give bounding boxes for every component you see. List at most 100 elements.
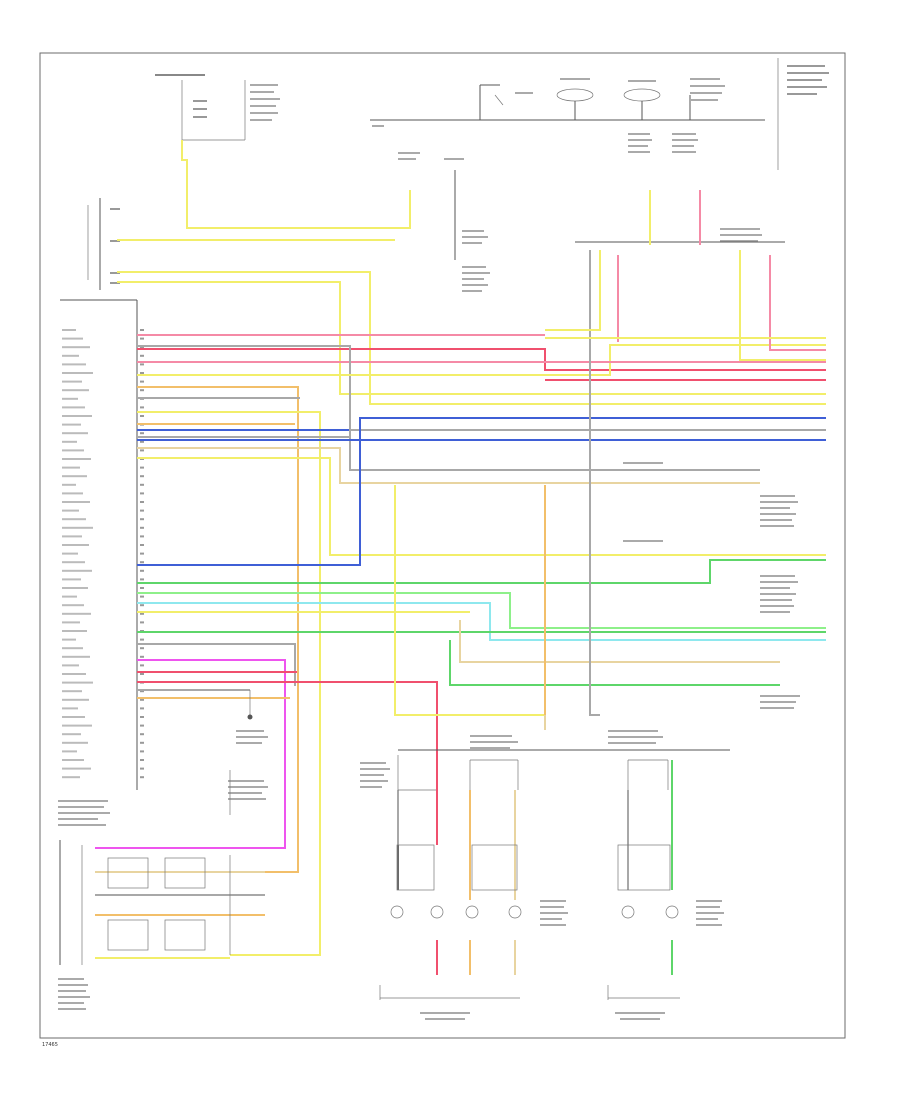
pin-label-mark <box>62 518 86 521</box>
pin-label-mark <box>62 664 79 667</box>
pin-number-mark <box>140 492 144 495</box>
pin-label-mark <box>62 604 84 607</box>
pin-label-mark <box>62 716 85 718</box>
connector-labels-top-right <box>628 133 762 242</box>
pin-label-mark <box>62 483 76 486</box>
pin-label-mark <box>62 449 84 452</box>
pin-label-mark <box>62 475 87 478</box>
pin-number-mark <box>140 716 144 718</box>
wire-magenta-27 <box>137 659 286 849</box>
pin-number-mark <box>140 466 144 469</box>
pin-label-mark <box>62 423 81 426</box>
wire-yellow-39 <box>545 250 601 331</box>
pin-number-mark <box>140 724 144 727</box>
pin-label-mark <box>62 535 82 538</box>
pin-number-mark <box>140 698 144 701</box>
pin-label-mark <box>62 707 78 710</box>
pin-number-mark <box>140 647 144 650</box>
pin-number-mark <box>140 776 144 779</box>
pin-number-mark <box>140 337 144 340</box>
pin-label-mark <box>62 415 92 417</box>
pin-label-mark <box>62 587 88 589</box>
pin-number-mark <box>140 483 144 486</box>
pin-label-mark <box>62 767 91 770</box>
pin-label-mark <box>62 380 82 383</box>
wire-yellow-19 <box>137 457 826 556</box>
pin-number-mark <box>140 363 144 366</box>
wire-blue-20 <box>137 418 361 566</box>
pin-number-mark <box>140 759 144 761</box>
wire-yellow-13 <box>137 411 321 956</box>
pin-number-mark <box>140 707 144 710</box>
wire-lightgreen-22 <box>137 592 826 629</box>
pin-number-mark <box>140 535 144 538</box>
bottom-module-group <box>360 730 730 1020</box>
pin-number-mark <box>140 569 144 572</box>
pin-number-mark <box>140 346 144 349</box>
pin-label-mark <box>62 638 76 641</box>
pin-label-mark <box>62 397 78 400</box>
pin-label-mark <box>62 501 90 503</box>
pin-label-mark <box>62 458 91 460</box>
pin-label-mark <box>62 759 84 761</box>
pin-label-mark <box>62 406 85 409</box>
pin-number-mark <box>140 621 144 624</box>
pin-label-mark <box>62 561 85 564</box>
pin-number-mark <box>140 406 144 409</box>
diagram-frame <box>39 52 846 1039</box>
pin-label-mark <box>62 595 77 598</box>
pin-number-mark <box>140 750 144 753</box>
pin-label-mark <box>62 526 93 529</box>
pin-number-mark <box>140 604 144 607</box>
pin-label-mark <box>62 363 86 366</box>
pin-label-mark <box>62 612 91 615</box>
wire-red-29 <box>137 681 438 838</box>
pin-label-mark <box>62 750 77 753</box>
wire-yellow-43 <box>739 250 826 361</box>
pin-number-mark <box>140 389 144 392</box>
fuse-block-top-left <box>155 74 280 141</box>
pin-label-mark <box>62 621 80 624</box>
wire-gray-7 <box>137 345 760 471</box>
pin-number-mark <box>140 509 144 512</box>
pin-number-mark <box>140 415 144 417</box>
wire-tan-32 <box>459 620 700 663</box>
pin-number-mark <box>140 673 144 675</box>
pin-label-mark <box>62 647 83 650</box>
pin-number-mark <box>140 655 144 658</box>
right-side-labels <box>623 462 800 709</box>
pin-number-mark <box>140 733 144 736</box>
pin-number-mark <box>140 475 144 478</box>
pin-number-mark <box>140 552 144 555</box>
pin-number-mark <box>140 587 144 589</box>
pin-label-mark <box>62 578 81 581</box>
pin-label-mark <box>62 372 93 374</box>
wire-yellow-3 <box>117 281 826 395</box>
main-module-connector <box>60 299 144 790</box>
wire-tan-18 <box>137 447 760 484</box>
wire-harness <box>95 140 826 975</box>
pin-label-mark <box>62 509 79 512</box>
pin-number-mark <box>140 578 144 581</box>
ignition-connector <box>398 152 490 292</box>
wire-orange-11 <box>137 386 299 873</box>
pin-number-mark <box>140 329 144 331</box>
wire-yellow-8 <box>137 344 826 376</box>
pin-number-mark <box>140 612 144 615</box>
pin-number-mark <box>140 518 144 521</box>
pin-number-mark <box>140 638 144 641</box>
pin-label-mark <box>62 741 88 744</box>
pin-label-mark <box>62 733 81 736</box>
pin-label-mark <box>62 776 80 779</box>
wire-cyan-23 <box>137 602 826 641</box>
pin-label-mark <box>62 552 78 555</box>
pin-label-mark <box>62 329 76 331</box>
pin-number-mark <box>140 544 144 546</box>
pin-label-mark <box>62 466 80 469</box>
wire-yellow-2 <box>117 271 826 405</box>
pin-number-mark <box>140 440 144 443</box>
wire-pink-44 <box>769 255 826 351</box>
note-text <box>787 65 829 95</box>
pin-number-mark <box>140 501 144 503</box>
